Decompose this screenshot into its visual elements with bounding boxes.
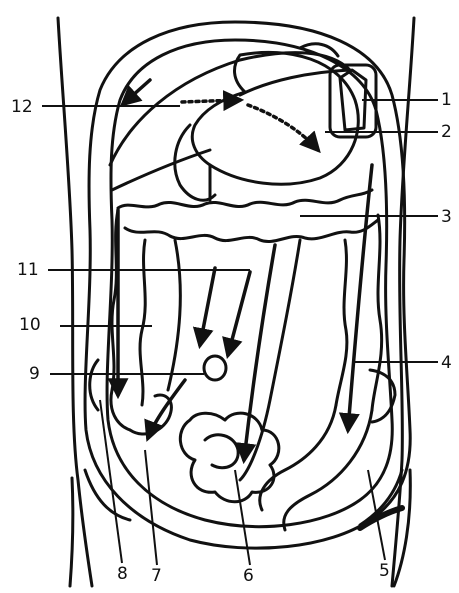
dotted-arrow-b xyxy=(248,105,318,150)
ascending-colon-outer xyxy=(111,210,130,430)
pelvic-brim-left xyxy=(85,470,130,520)
label-10: 10 xyxy=(19,317,41,334)
flow-arrow-right-down xyxy=(348,165,372,430)
descending-colon-inner xyxy=(336,240,347,405)
label-6: 6 xyxy=(243,568,254,585)
label-4: 4 xyxy=(441,355,452,372)
label-1: 1 xyxy=(441,92,452,109)
transverse-colon-bottom xyxy=(125,220,378,242)
transverse-colon-top xyxy=(118,190,372,208)
label-8: 8 xyxy=(117,566,128,583)
peritoneum-inner xyxy=(107,40,392,527)
leader-line-6 xyxy=(235,470,250,565)
flow-arrow-mesentery-mid xyxy=(228,272,250,355)
label-5: 5 xyxy=(379,563,390,580)
label-3: 3 xyxy=(441,209,452,226)
ring-structure xyxy=(204,356,226,380)
sigmoid-colon xyxy=(260,405,336,510)
dotted-arrow-a xyxy=(182,100,240,102)
label-7: 7 xyxy=(151,568,162,585)
left-flank-outline xyxy=(58,18,92,586)
left-lower-bulge xyxy=(90,360,98,410)
label-11: 11 xyxy=(17,262,39,279)
ascending-colon-inner xyxy=(140,240,145,405)
flow-arrow-lower-left xyxy=(148,380,185,438)
descending-colon-outer xyxy=(372,215,382,410)
leader-line-7 xyxy=(145,450,157,565)
mesentery-curve-left xyxy=(168,240,180,390)
liver-lower-edge xyxy=(112,150,210,190)
small-intestine-inner xyxy=(205,435,238,468)
bottom-left-stroke xyxy=(70,478,73,586)
label-9: 9 xyxy=(29,366,40,383)
label-2: 2 xyxy=(441,124,452,141)
label-12: 12 xyxy=(11,99,33,116)
flow-arrow-mesentery-left xyxy=(200,268,215,345)
